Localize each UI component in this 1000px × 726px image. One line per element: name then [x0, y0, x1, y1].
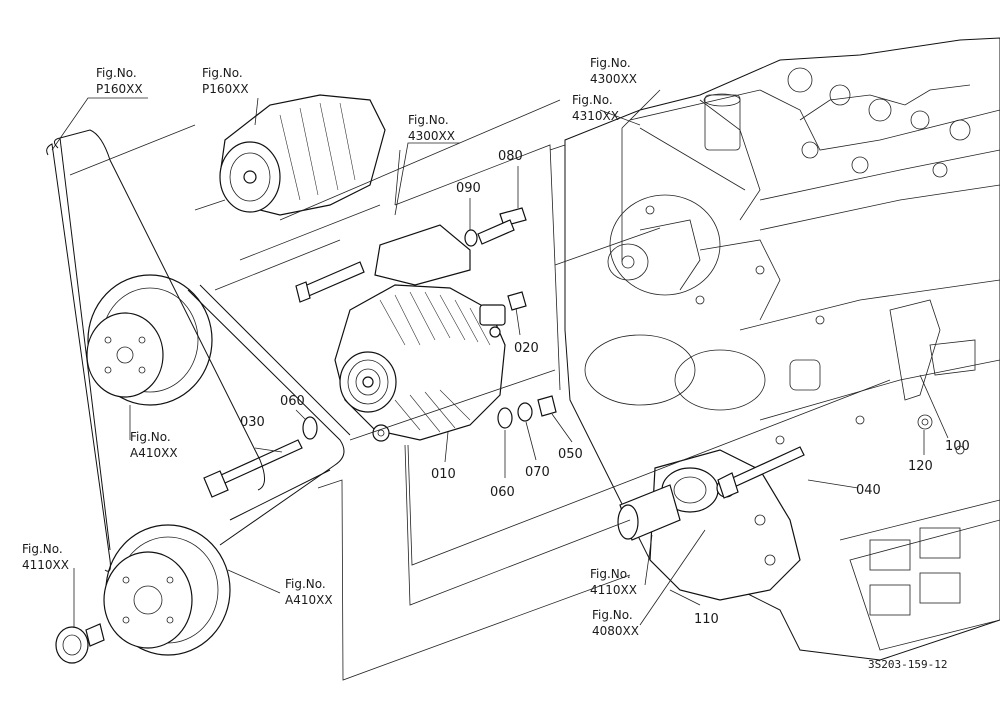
drive-belt-inner — [187, 284, 351, 546]
crank-pulley — [103, 524, 231, 656]
fig-ref-line2: 4310XX — [572, 109, 619, 123]
fig-ref-line2: A410XX — [130, 446, 178, 460]
fig-ref-4300-top: Fig.No. 4300XX — [590, 56, 637, 86]
bolt-080 — [477, 207, 527, 245]
part-label-070: 070 — [525, 465, 550, 480]
engine-block — [564, 37, 1000, 661]
part-label-010: 010 — [431, 467, 456, 482]
fig-ref-line1: Fig.No. — [408, 113, 449, 127]
part-label-060-b: 060 — [490, 485, 515, 500]
fig-ref-4310: Fig.No. 4310XX — [572, 93, 619, 123]
fig-ref-line2: P160XX — [202, 82, 249, 96]
part-label-080: 080 — [498, 149, 523, 164]
fig-ref-p160-right: Fig.No. P160XX — [202, 66, 249, 96]
fig-ref-line1: Fig.No. — [96, 66, 137, 80]
ac-compressor — [219, 94, 386, 216]
diagram-code: 3S203-159-12 — [868, 658, 947, 671]
fan-pulley — [86, 274, 213, 406]
fig-ref-line1: Fig.No. — [202, 66, 243, 80]
fig-ref-line2: 4300XX — [590, 72, 637, 86]
fig-ref-line1: Fig.No. — [130, 430, 171, 444]
bolt-030 — [203, 439, 303, 498]
washer-060-a — [302, 416, 318, 440]
fig-ref-line1: Fig.No. — [285, 577, 326, 591]
tension-bracket — [295, 224, 471, 303]
part-label-120: 120 — [908, 459, 933, 474]
fig-ref-a410-lower: Fig.No. A410XX — [285, 577, 333, 607]
fig-ref-line1: Fig.No. — [590, 567, 631, 581]
fig-ref-line2: 4110XX — [22, 558, 69, 572]
washer-070 — [517, 402, 533, 422]
part-label-020: 020 — [514, 341, 539, 356]
fig-ref-line2: 4300XX — [408, 129, 455, 143]
crank-bolt — [55, 623, 105, 664]
drive-belt-outer — [46, 129, 265, 572]
fig-ref-4110-right: Fig.No. 4110XX — [590, 567, 637, 597]
part-label-030: 030 — [240, 415, 265, 430]
leader-lines — [51, 89, 949, 628]
fig-ref-line1: Fig.No. — [590, 56, 631, 70]
part-label-110: 110 — [694, 612, 719, 627]
fig-ref-line1: Fig.No. — [572, 93, 613, 107]
part-label-040: 040 — [856, 483, 881, 498]
fig-ref-line2: P160XX — [96, 82, 143, 96]
nut-050 — [537, 395, 557, 417]
part-label-050: 050 — [558, 447, 583, 462]
fig-ref-line2: A410XX — [285, 593, 333, 607]
reference-lines — [69, 99, 891, 681]
part-label-060-a: 060 — [280, 394, 305, 409]
washer-090 — [464, 229, 478, 247]
fig-ref-line1: Fig.No. — [22, 542, 63, 556]
fig-ref-line2: 4080XX — [592, 624, 639, 638]
fig-ref-a410-upper: Fig.No. A410XX — [130, 430, 178, 460]
fig-ref-4080: Fig.No. 4080XX — [592, 608, 639, 638]
fig-ref-4300-mid: Fig.No. 4300XX — [408, 113, 455, 143]
fig-ref-line2: 4110XX — [590, 583, 637, 597]
fig-ref-4110-left: Fig.No. 4110XX — [22, 542, 69, 572]
fig-ref-p160-left: Fig.No. P160XX — [96, 66, 143, 96]
fig-ref-line1: Fig.No. — [592, 608, 633, 622]
hydraulic-pump — [617, 449, 801, 601]
alternator — [334, 284, 506, 442]
bolt-040-head — [717, 472, 739, 499]
washer-060-b — [497, 407, 513, 429]
part-label-090: 090 — [456, 181, 481, 196]
part-label-100: 100 — [945, 439, 970, 454]
nut-020 — [507, 291, 527, 311]
